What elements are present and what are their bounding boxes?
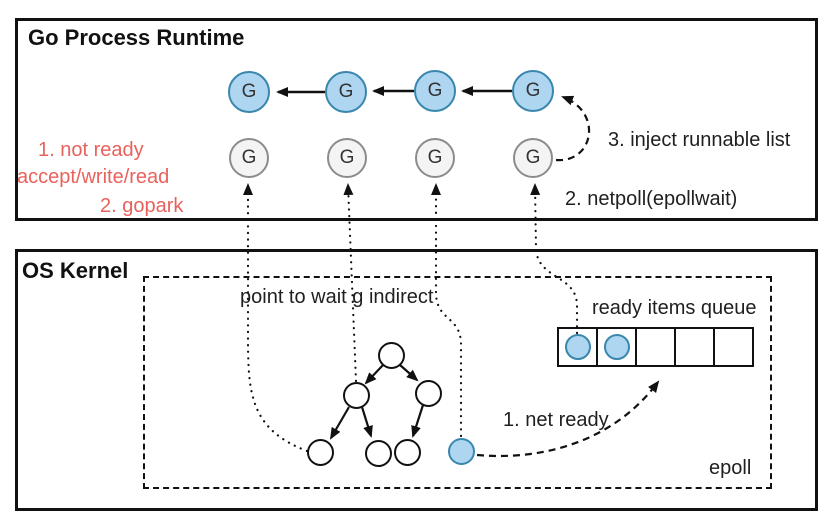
waiting-goroutine-3: G <box>415 138 455 178</box>
runtime-box <box>15 18 818 221</box>
goroutine-label: G <box>241 147 257 168</box>
goroutine-label: G <box>241 81 257 102</box>
ready-goroutine-4: G <box>512 70 554 112</box>
runtime-box-title: Go Process Runtime <box>28 25 245 50</box>
queue-ready-dot <box>603 334 630 360</box>
label-ready-items-queue: ready items queue <box>592 297 757 319</box>
label-epoll: epoll <box>709 457 752 479</box>
waiting-goroutine-4: G <box>513 138 553 178</box>
goroutine-label: G <box>338 81 354 102</box>
kernel-box-title: OS Kernel <box>22 258 129 283</box>
ready-goroutine-3: G <box>414 70 456 112</box>
waiting-goroutine-2: G <box>327 138 367 178</box>
ready-goroutine-1: G <box>228 71 270 113</box>
label-inject-runnable-list: 3. inject runnable list <box>608 129 791 151</box>
goroutine-label: G <box>427 147 443 168</box>
queue-cell-4 <box>674 327 715 367</box>
tree-node-left <box>343 382 370 409</box>
queue-cell-1 <box>557 327 598 367</box>
tree-node-root <box>378 342 405 369</box>
tree-node-leaf-2 <box>365 440 392 467</box>
queue-cell-2 <box>596 327 637 367</box>
goroutine-label: G <box>427 80 443 101</box>
tree-node-right <box>415 380 442 407</box>
label-net-ready: 1. net ready <box>503 409 609 431</box>
goroutine-label: G <box>339 147 355 168</box>
ready-fd-dot <box>448 438 475 465</box>
tree-node-leaf-1 <box>307 439 334 466</box>
queue-cell-3 <box>635 327 676 367</box>
note-gopark: 2. gopark <box>100 195 184 217</box>
waiting-goroutine-1: G <box>229 138 269 178</box>
label-point-to-wait-g: point to wait g indirect <box>240 286 434 308</box>
note-accept-write-read: accept/write/read <box>17 166 170 188</box>
label-netpoll-epollwait: 2. netpoll(epollwait) <box>565 188 738 210</box>
ready-items-queue <box>557 327 754 367</box>
queue-ready-dot <box>564 334 591 360</box>
ready-goroutine-2: G <box>325 71 367 113</box>
goroutine-label: G <box>525 80 541 101</box>
note-not-ready: 1. not ready <box>38 139 144 161</box>
goroutine-label: G <box>525 147 541 168</box>
tree-node-leaf-3 <box>394 439 421 466</box>
queue-cell-5 <box>713 327 754 367</box>
